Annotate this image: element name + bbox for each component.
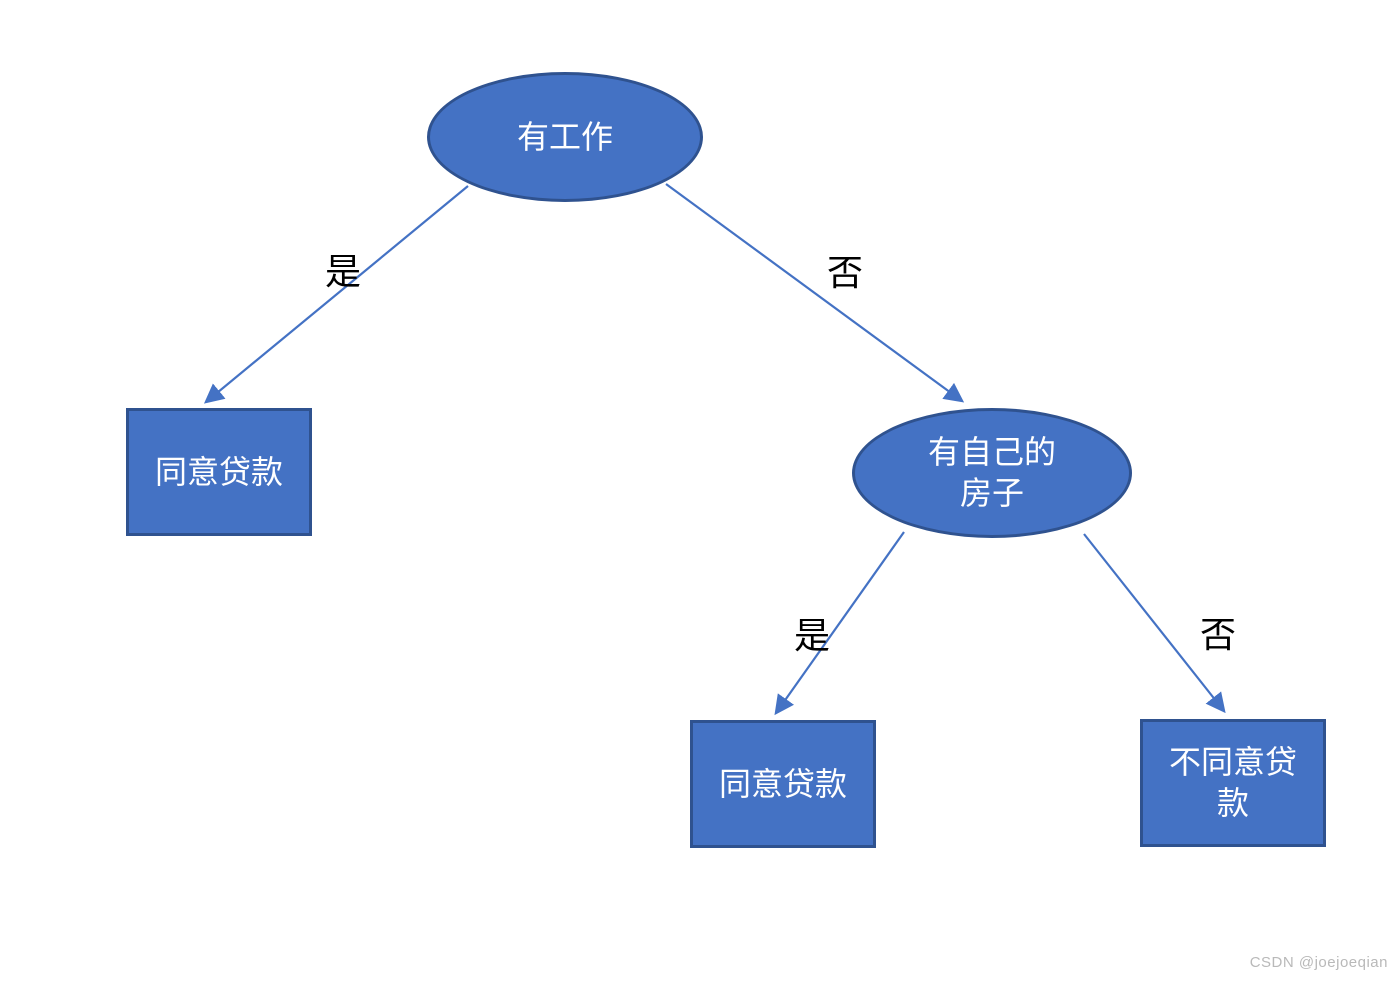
csdn-watermark: CSDN @joejoeqian bbox=[1249, 954, 1388, 971]
edge-no-to-has-own-house bbox=[665, 183, 965, 403]
node-approve-loan-left: 同意贷款 bbox=[126, 408, 312, 536]
edge-label-no-bottom-right: 否 bbox=[1199, 614, 1237, 655]
edge-label-yes-left: 是 bbox=[324, 251, 362, 292]
node-has-job: 有工作 bbox=[427, 72, 703, 202]
edge-label-yes-middle: 是 bbox=[793, 615, 831, 656]
node-approve-loan-middle: 同意贷款 bbox=[690, 720, 876, 848]
node-reject-loan: 不同意贷 款 bbox=[1140, 719, 1326, 847]
edge-label-no-right: 否 bbox=[826, 252, 864, 293]
edge-no-to-reject bbox=[1083, 533, 1226, 714]
edge-yes-to-approve-left bbox=[203, 185, 469, 404]
node-has-own-house: 有自己的 房子 bbox=[852, 408, 1132, 538]
edge-yes-to-approve-middle bbox=[774, 531, 905, 716]
